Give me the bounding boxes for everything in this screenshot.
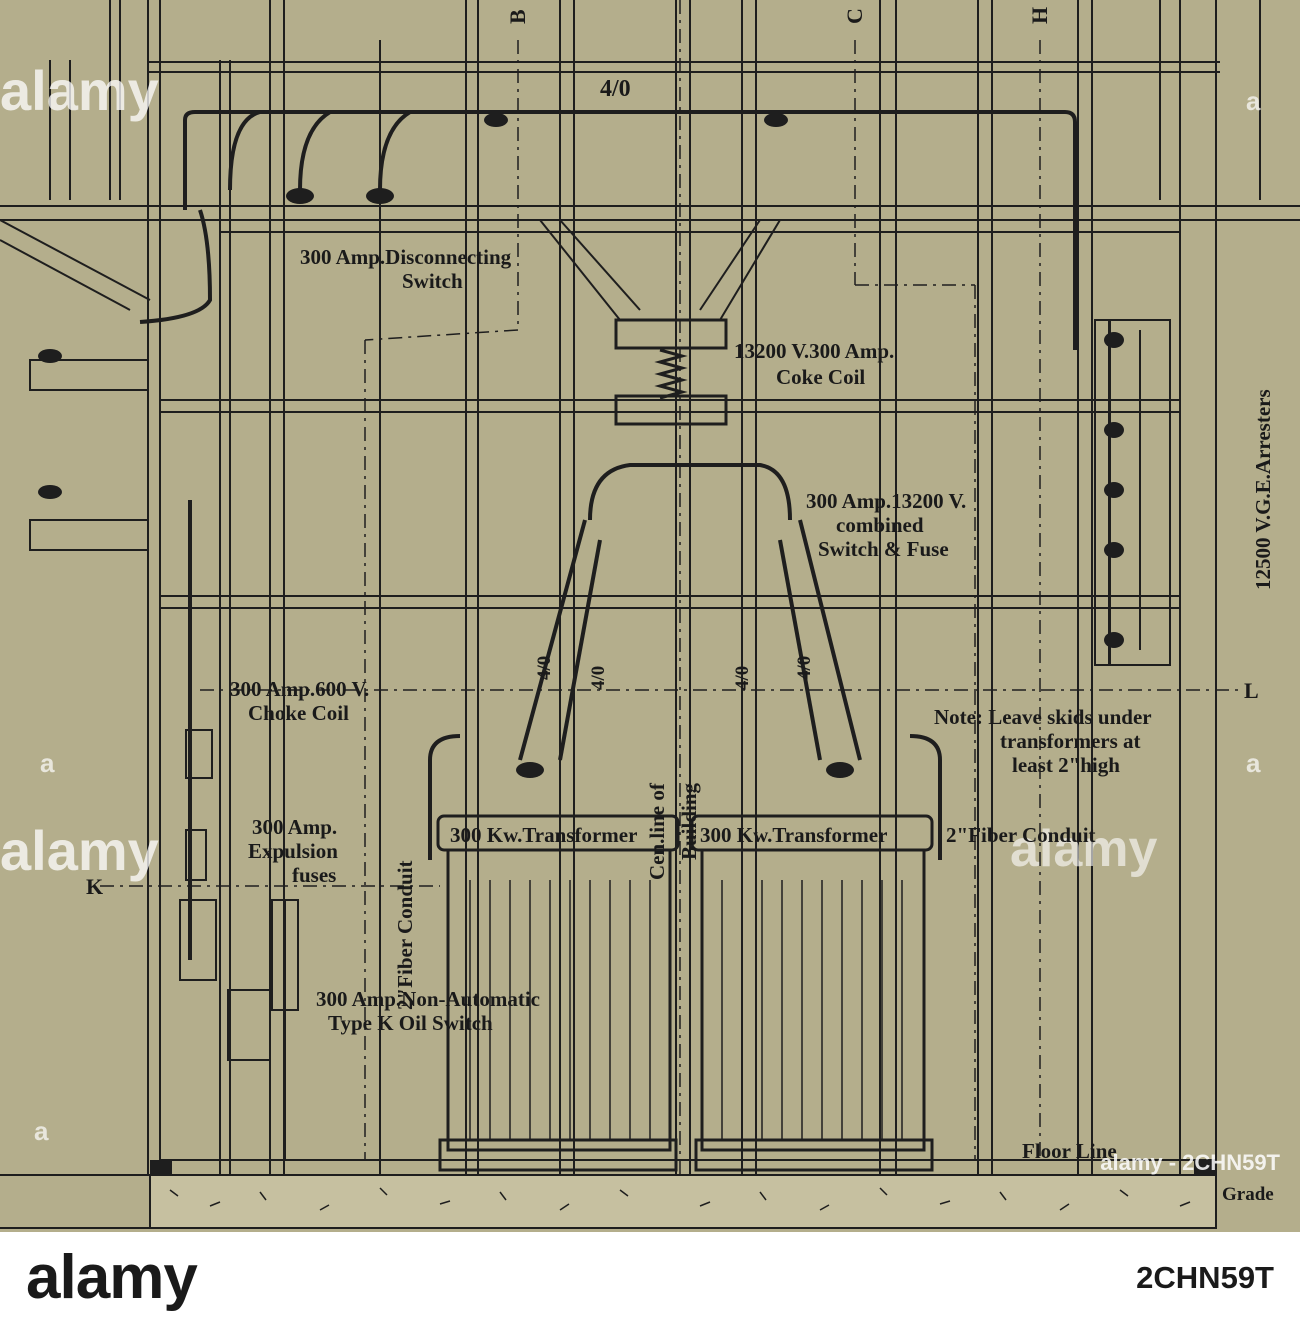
- label-lead: 4/0: [534, 656, 555, 680]
- label-conductor-top: 4/0: [600, 76, 631, 102]
- label-fiber-conduit-right: 2"Fiber Conduit: [946, 823, 1096, 847]
- transformer-left-tank: [446, 848, 672, 1152]
- label-coke-coil: 13200 V.300 Amp.: [734, 339, 894, 363]
- label-oil-switch: Type K Oil Switch: [328, 1011, 493, 1035]
- labels: 4/0 300 Amp.Disconnecting Switch 13200 V…: [86, 7, 1275, 1205]
- watermark-a: a: [1246, 86, 1261, 116]
- watermarks: alamy alamy alamy a a a a: [0, 59, 1261, 1146]
- watermark-text: alamy: [0, 819, 159, 882]
- reference-lines: [100, 0, 1240, 1175]
- label-combined-switch: 300 Amp.13200 V.: [806, 489, 966, 513]
- label-lead: 4/0: [732, 666, 753, 690]
- stock-footer: alamy 2CHN59T: [0, 1232, 1300, 1323]
- concrete-foundation: [149, 1160, 1217, 1229]
- transformers: [436, 814, 934, 1172]
- label-transformer-right: 300 Kw.Transformer: [700, 823, 887, 847]
- axis-l: L: [1244, 678, 1259, 703]
- watermark-a: a: [34, 1116, 49, 1146]
- watermark-a: a: [40, 748, 55, 778]
- left-equipment: [179, 729, 299, 1160]
- insulators: [38, 113, 1124, 778]
- label-floor-line: Floor Line: [1022, 1139, 1117, 1163]
- axis-b: B: [505, 9, 530, 24]
- label-arresters: 12500 V.G.E.Arresters: [1251, 389, 1275, 590]
- electrical-installation-drawing: alamy alamy alamy a a a a 4/0 300 Amp.Di…: [0, 0, 1300, 1232]
- label-lead: 4/0: [794, 656, 815, 680]
- axis-h: H: [1027, 7, 1052, 24]
- label-choke-coil: 300 Amp.600 V.: [230, 677, 369, 701]
- label-transformer-left: 300 Kw.Transformer: [450, 823, 637, 847]
- axis-k: K: [86, 874, 103, 899]
- transformer-right-tank: [700, 848, 926, 1152]
- coke-coil: [614, 318, 728, 426]
- label-fuses: fuses: [292, 863, 336, 887]
- label-center-line: Cen.line of: [645, 782, 669, 880]
- label-note: Note: Leave skids under: [934, 705, 1152, 729]
- watermark-url: alamy - 2CHN59T: [1100, 1150, 1280, 1175]
- label-combined-switch: combined: [836, 513, 924, 537]
- label-fuses: Expulsion: [248, 839, 338, 863]
- label-lead: 4/0: [588, 666, 609, 690]
- radiator-fins: [469, 880, 903, 1140]
- label-oil-switch: 300 Amp.Non-Automatic: [316, 987, 540, 1011]
- label-disconnect-switch: 300 Amp.Disconnecting: [300, 245, 512, 269]
- arrester-panel: [1094, 319, 1171, 666]
- label-fuses: 300 Amp.: [252, 815, 337, 839]
- label-note: least 2"high: [1012, 753, 1120, 777]
- label-grade: Grade: [1222, 1184, 1274, 1205]
- label-note: transformers at: [1000, 729, 1141, 753]
- brand-logo[interactable]: alamy: [26, 1243, 198, 1312]
- image-id: 2CHN59T: [1136, 1260, 1274, 1295]
- label-center-line: Building: [677, 782, 701, 860]
- diagram-svg: alamy alamy alamy a a a a 4/0 300 Amp.Di…: [0, 0, 1300, 1229]
- label-disconnect-switch: Switch: [402, 269, 463, 293]
- label-combined-switch: Switch & Fuse: [818, 537, 949, 561]
- watermark-a: a: [1246, 748, 1261, 778]
- axis-c: C: [842, 8, 867, 24]
- watermark-text: alamy: [1010, 820, 1158, 878]
- knee-braces: [0, 219, 781, 551]
- label-choke-coil: Choke Coil: [248, 701, 349, 725]
- label-fiber-conduit-left: 2"Fiber Conduit: [393, 860, 417, 1010]
- watermark-text: alamy: [0, 59, 159, 122]
- label-coke-coil: Coke Coil: [776, 365, 865, 389]
